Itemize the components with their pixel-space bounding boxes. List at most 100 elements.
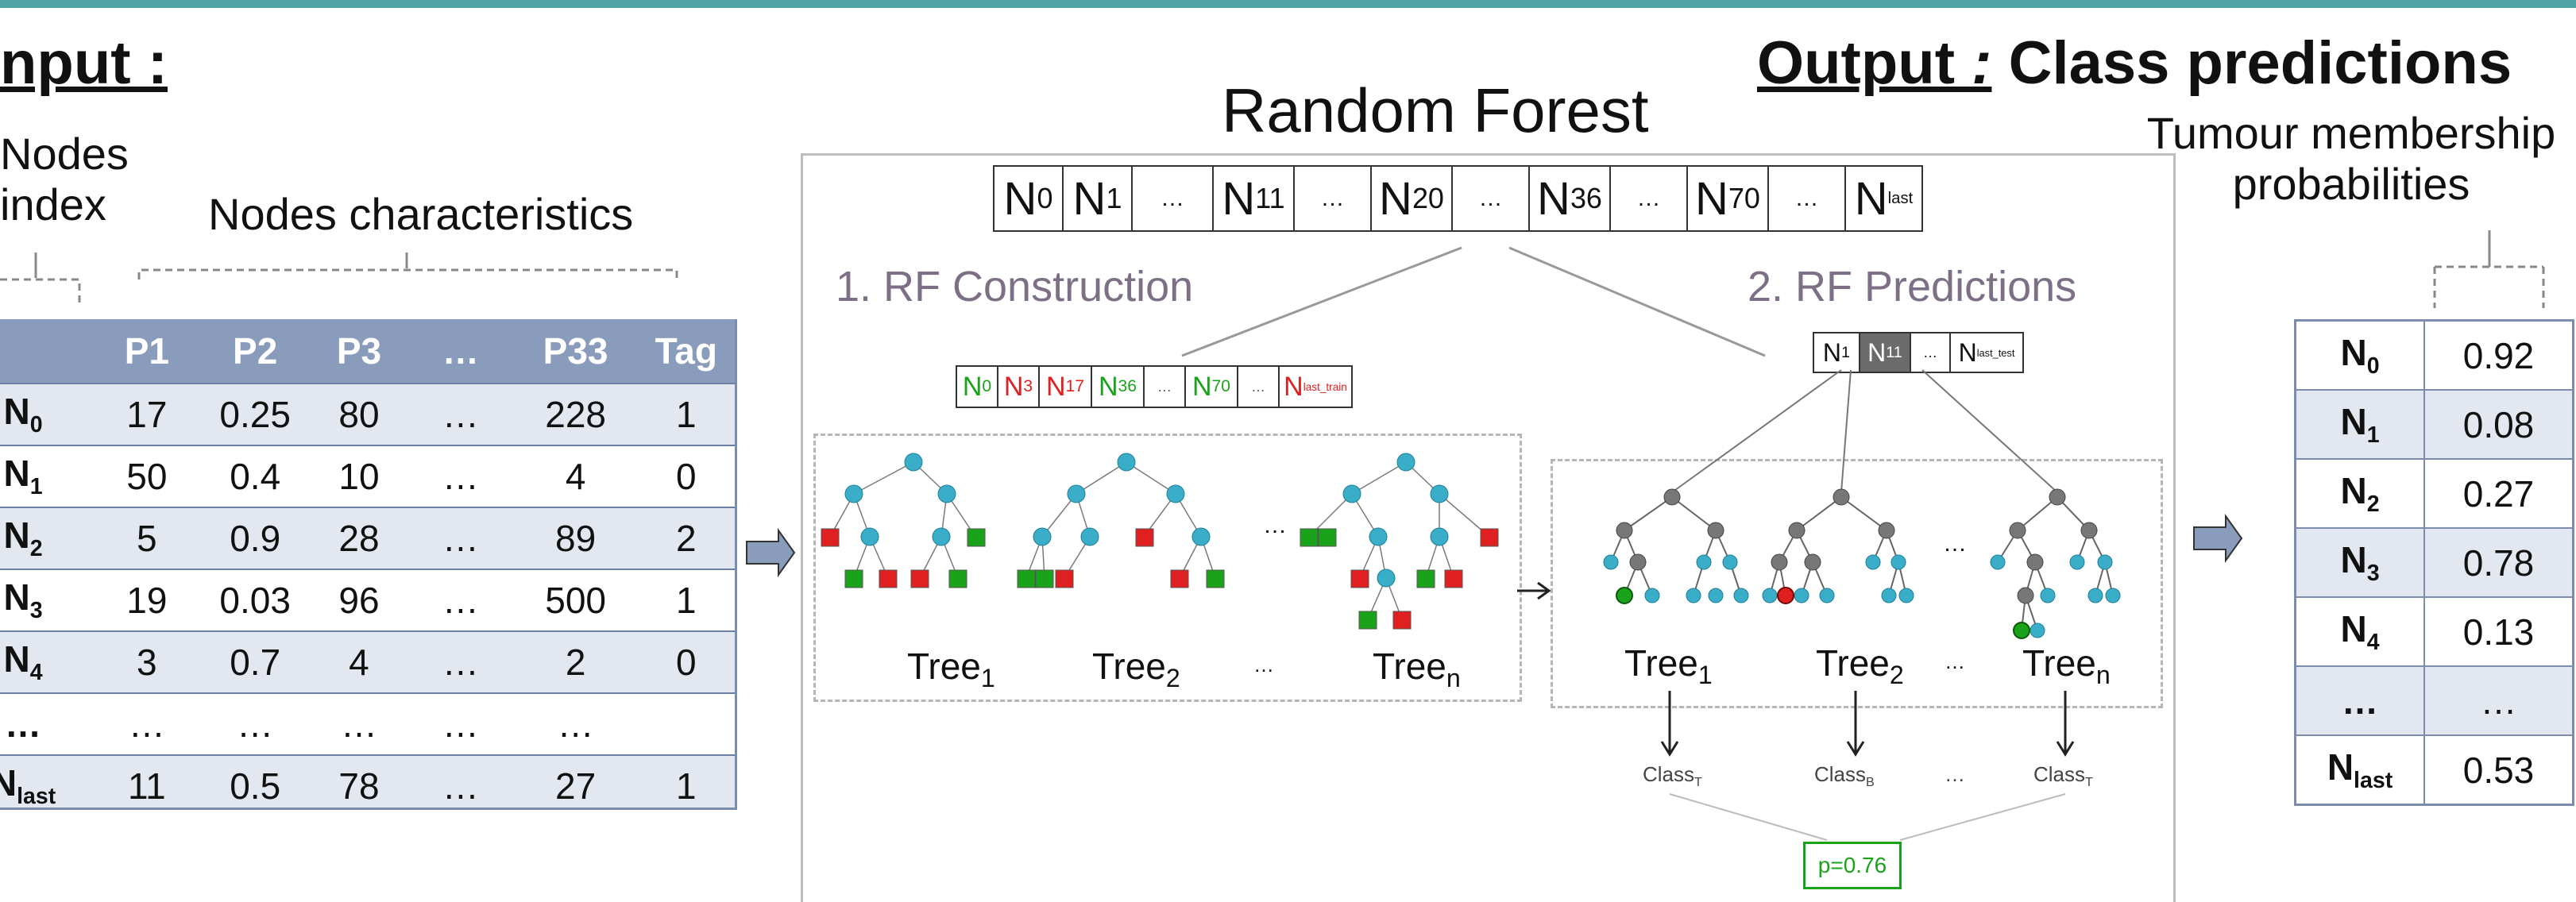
prediction-tree-label: Tree1 — [1624, 642, 1713, 690]
tumour-membership-label: Tumour membership probabilities — [2113, 108, 2576, 210]
cell: 1 — [637, 755, 735, 808]
cell: 0.4 — [199, 445, 311, 508]
table-row: N2 5 0.9 28 … 89 2 — [0, 507, 735, 570]
cell: 0.5 — [199, 755, 311, 808]
row-node-label: N0 — [2294, 319, 2425, 391]
cell: 500 — [513, 569, 638, 632]
table-row: …… — [2294, 665, 2574, 736]
header-p2: P2 — [199, 319, 311, 384]
cell: … — [407, 384, 514, 446]
table-row: N1 50 0.4 10 … 4 0 — [0, 445, 735, 508]
step2-label: 2. RF Predictions — [1748, 263, 2077, 310]
construction-tree-label: Treen — [1373, 646, 1461, 693]
cell: … — [310, 693, 408, 756]
nodes-index-line1: Nodes — [0, 129, 129, 179]
cell: 0 — [637, 445, 735, 508]
class-label: ClassT — [2033, 762, 2093, 790]
top-accent-bar — [0, 0, 2576, 8]
output-heading-prefix: Output — [1757, 29, 1956, 97]
cell: … — [407, 569, 514, 632]
cell: … — [407, 445, 514, 508]
cell: 0.7 — [199, 631, 311, 694]
cell: 10 — [310, 445, 408, 508]
row-node-label: N1 — [2294, 389, 2425, 460]
characteristics-bracket — [137, 268, 678, 279]
row-node-label: N2 — [2294, 458, 2425, 529]
construction-tree-label: Tree2 — [1092, 646, 1180, 693]
class-label: ClassT — [1643, 762, 1702, 790]
index-bracket — [0, 278, 81, 303]
header-p3: P3 — [310, 319, 408, 384]
output-heading-colon: : — [1955, 29, 1992, 97]
construction-mid-ellipsis: … — [1263, 512, 1287, 538]
cell: 0.9 — [199, 507, 311, 570]
cell: 80 — [310, 384, 408, 446]
row-node-label: N4 — [0, 631, 95, 694]
header-ellipsis: … — [407, 319, 514, 384]
row-node-label: N3 — [2294, 527, 2425, 598]
header-p1: P1 — [94, 319, 200, 384]
row-node-label: N0 — [0, 384, 95, 446]
class-ellipsis: … — [1945, 762, 1965, 786]
cell: … — [407, 755, 514, 808]
train-ellipsis: … — [1145, 367, 1186, 407]
nodes-characteristics-label: Nodes characteristics — [208, 189, 634, 239]
row-node-label: … — [2294, 665, 2425, 736]
cell: 5 — [94, 507, 200, 570]
prediction-tree-ellipsis: … — [1945, 650, 1965, 673]
cell: 0.25 — [199, 384, 311, 446]
cell: 19 — [94, 569, 200, 632]
cell: 228 — [513, 384, 638, 446]
probability-box: p=0.76 — [1803, 842, 1902, 889]
table-row: Nlast 11 0.5 78 … 27 1 — [0, 755, 735, 808]
cell: 50 — [94, 445, 200, 508]
row-node-label: N2 — [0, 507, 95, 570]
probability-cell: 0.08 — [2423, 389, 2574, 460]
row-node-label: Nlast — [2294, 734, 2425, 806]
test-ellipsis: … — [1911, 333, 1951, 372]
cell: 3 — [94, 631, 200, 694]
construction-trees — [821, 453, 1499, 630]
strip-ellipsis: … — [1133, 167, 1214, 230]
cell: 1 — [637, 384, 735, 446]
probability-cell: 0.13 — [2423, 596, 2574, 667]
strip-ellipsis: … — [1453, 167, 1530, 230]
strip-ellipsis: … — [1295, 167, 1372, 230]
output-heading-rest: Class predictions — [1991, 29, 2512, 97]
prediction-tree-label: Tree2 — [1816, 642, 1904, 690]
cell — [637, 693, 735, 756]
prediction-mid-ellipsis: … — [1943, 530, 1967, 557]
cell: 4 — [310, 631, 408, 694]
cell: 1 — [637, 569, 735, 632]
cell: 2 — [513, 631, 638, 694]
probability-cell: 0.78 — [2423, 527, 2574, 598]
header-p33: P33 — [513, 319, 638, 384]
nodes-index-line2: index — [0, 179, 106, 230]
row-node-label: Nlast — [0, 755, 95, 808]
construction-tree-ellipsis: … — [1253, 653, 1274, 676]
cell: 0.03 — [199, 569, 311, 632]
cell: … — [513, 693, 638, 756]
cell: 17 — [94, 384, 200, 446]
table-row: N3 19 0.03 96 … 500 1 — [0, 569, 735, 632]
cell: 96 — [310, 569, 408, 632]
cell: 4 — [513, 445, 638, 508]
input-heading: nput : — [0, 29, 168, 97]
cell: 78 — [310, 755, 408, 808]
